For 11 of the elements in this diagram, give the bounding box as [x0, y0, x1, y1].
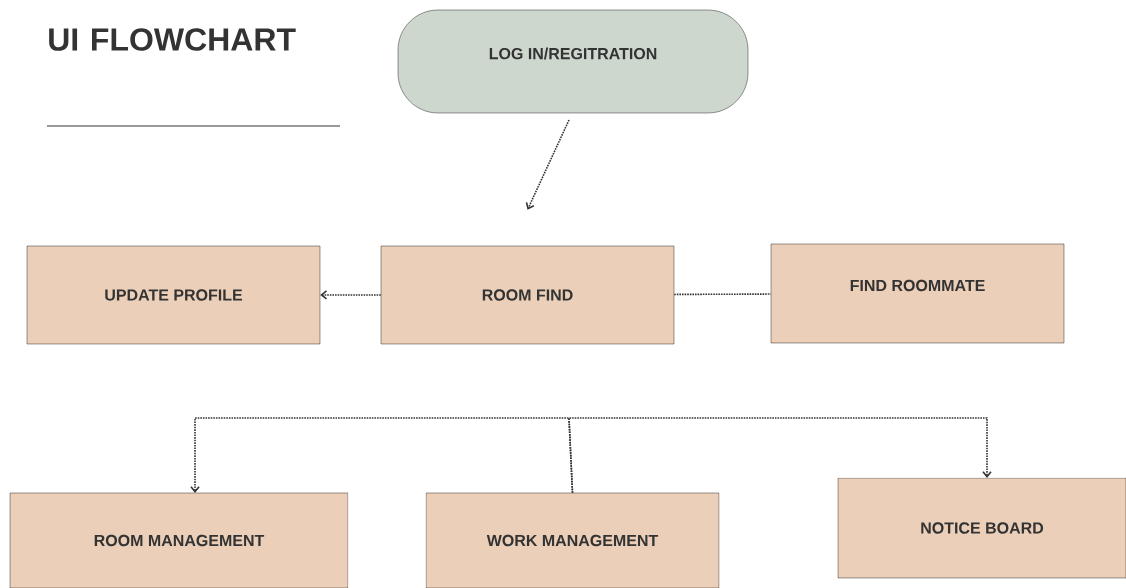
process-box: NOTICE BOARD [837, 477, 1126, 579]
process-box: FIND ROOMMATE [770, 243, 1065, 344]
arrow [568, 417, 992, 494]
arrow [320, 290, 382, 300]
process-box: ROOM MANAGEMENT [9, 492, 349, 588]
process-box: ROOM FIND [380, 245, 675, 345]
title: UI FLOWCHART [49, 28, 296, 51]
process-box: WORK MANAGEMENT [425, 492, 720, 588]
process-box: UPDATE PROFILE [26, 245, 321, 345]
arrow [525, 119, 570, 210]
terminal-pill: LOG IN/REGITRATION [397, 9, 749, 114]
